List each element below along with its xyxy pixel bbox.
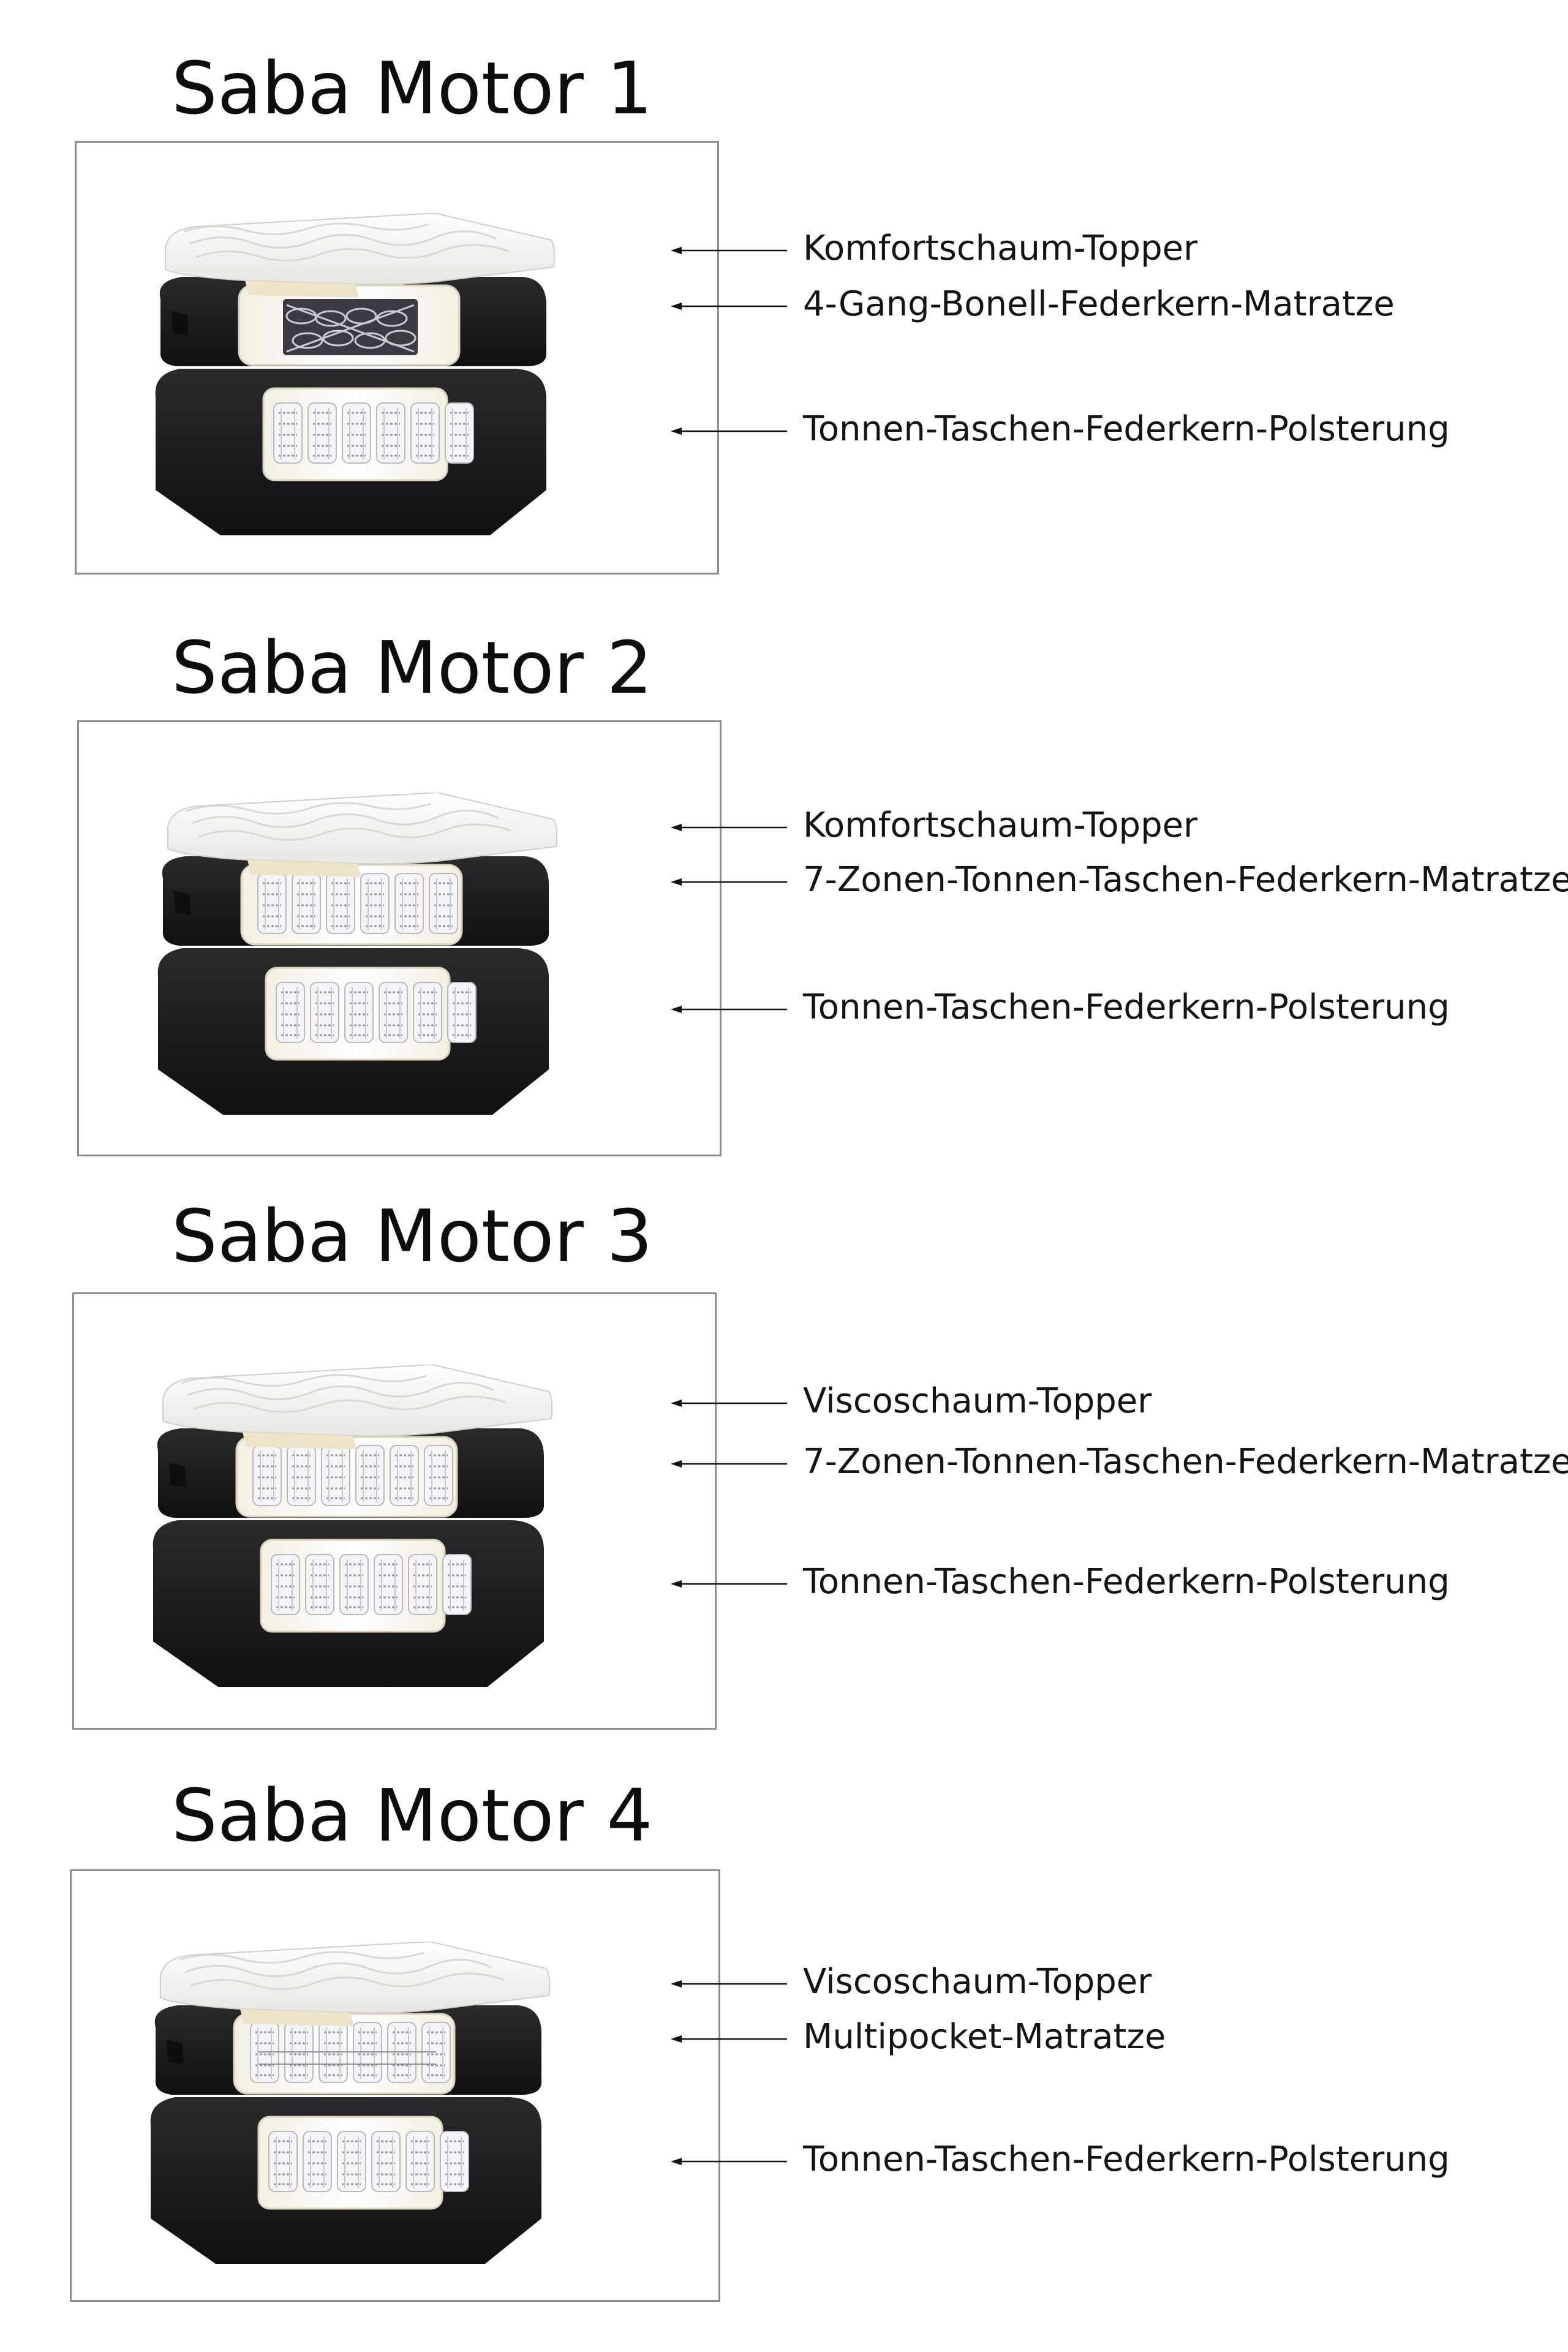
callout-label: Multipocket-Matratze bbox=[803, 2017, 1166, 2057]
callout-label: Tonnen-Taschen-Federkern-Polsterung bbox=[803, 409, 1450, 449]
bed-layers-illustration bbox=[142, 1942, 551, 2285]
callout-topper: Komfortschaum-Topper bbox=[671, 801, 1553, 850]
product-illustration-frame bbox=[75, 141, 719, 575]
callout-label: Viscoschaum-Topper bbox=[803, 1381, 1152, 1421]
arrow-left-icon bbox=[671, 1399, 787, 1408]
product-illustration-frame bbox=[72, 1292, 717, 1730]
callout-label: Komfortschaum-Topper bbox=[803, 805, 1198, 845]
arrow-left-icon bbox=[671, 427, 787, 435]
product-title: Saba Motor 4 bbox=[172, 1773, 653, 1858]
product-title: Saba Motor 1 bbox=[172, 46, 653, 130]
callout-label: Viscoschaum-Topper bbox=[803, 1962, 1152, 2002]
callout-label: Komfortschaum-Topper bbox=[803, 228, 1198, 268]
arrow-left-icon bbox=[671, 878, 787, 886]
arrow-left-icon bbox=[671, 1580, 787, 1588]
callout-label: 7-Zonen-Tonnen-Taschen-Federkern-Matratz… bbox=[803, 860, 1568, 900]
callout-base: Tonnen-Taschen-Federkern-Polsterung bbox=[671, 2135, 1553, 2184]
bed-layers-illustration bbox=[149, 793, 558, 1136]
arrow-left-icon bbox=[671, 823, 787, 832]
callout-label: 4-Gang-Bonell-Federkern-Matratze bbox=[803, 284, 1395, 324]
callout-topper: Komfortschaum-Topper bbox=[671, 224, 1553, 273]
callout-base: Tonnen-Taschen-Federkern-Polsterung bbox=[671, 405, 1553, 454]
arrow-left-icon bbox=[671, 2157, 787, 2166]
product-title: Saba Motor 2 bbox=[172, 625, 653, 710]
callout-mattress: 7-Zonen-Tonnen-Taschen-Federkern-Matratz… bbox=[671, 856, 1568, 905]
callout-topper: Viscoschaum-Topper bbox=[671, 1377, 1553, 1426]
bed-layers-illustration bbox=[147, 213, 556, 556]
product-title: Saba Motor 3 bbox=[172, 1194, 653, 1278]
arrow-left-icon bbox=[671, 1005, 787, 1014]
callout-label: 7-Zonen-Tonnen-Taschen-Federkern-Matratz… bbox=[803, 1442, 1568, 1482]
bed-layers-illustration bbox=[145, 1365, 553, 1708]
callout-topper: Viscoschaum-Topper bbox=[671, 1958, 1553, 2007]
arrow-left-icon bbox=[671, 1460, 787, 1468]
product-illustration-frame bbox=[77, 720, 722, 1156]
callout-mattress: 4-Gang-Bonell-Federkern-Matratze bbox=[671, 280, 1553, 329]
product-illustration-frame bbox=[70, 1869, 720, 2302]
callout-label: Tonnen-Taschen-Federkern-Polsterung bbox=[803, 2139, 1450, 2179]
arrow-left-icon bbox=[671, 1980, 787, 1988]
callout-label: Tonnen-Taschen-Federkern-Polsterung bbox=[803, 1562, 1450, 1602]
callout-base: Tonnen-Taschen-Federkern-Polsterung bbox=[671, 983, 1553, 1032]
callout-base: Tonnen-Taschen-Federkern-Polsterung bbox=[671, 1558, 1553, 1607]
arrow-left-icon bbox=[671, 302, 787, 311]
callout-mattress: Multipocket-Matratze bbox=[671, 2013, 1553, 2062]
arrow-left-icon bbox=[671, 246, 787, 255]
callout-label: Tonnen-Taschen-Federkern-Polsterung bbox=[803, 987, 1450, 1027]
callout-mattress: 7-Zonen-Tonnen-Taschen-Federkern-Matratz… bbox=[671, 1438, 1568, 1487]
arrow-left-icon bbox=[671, 2035, 787, 2043]
